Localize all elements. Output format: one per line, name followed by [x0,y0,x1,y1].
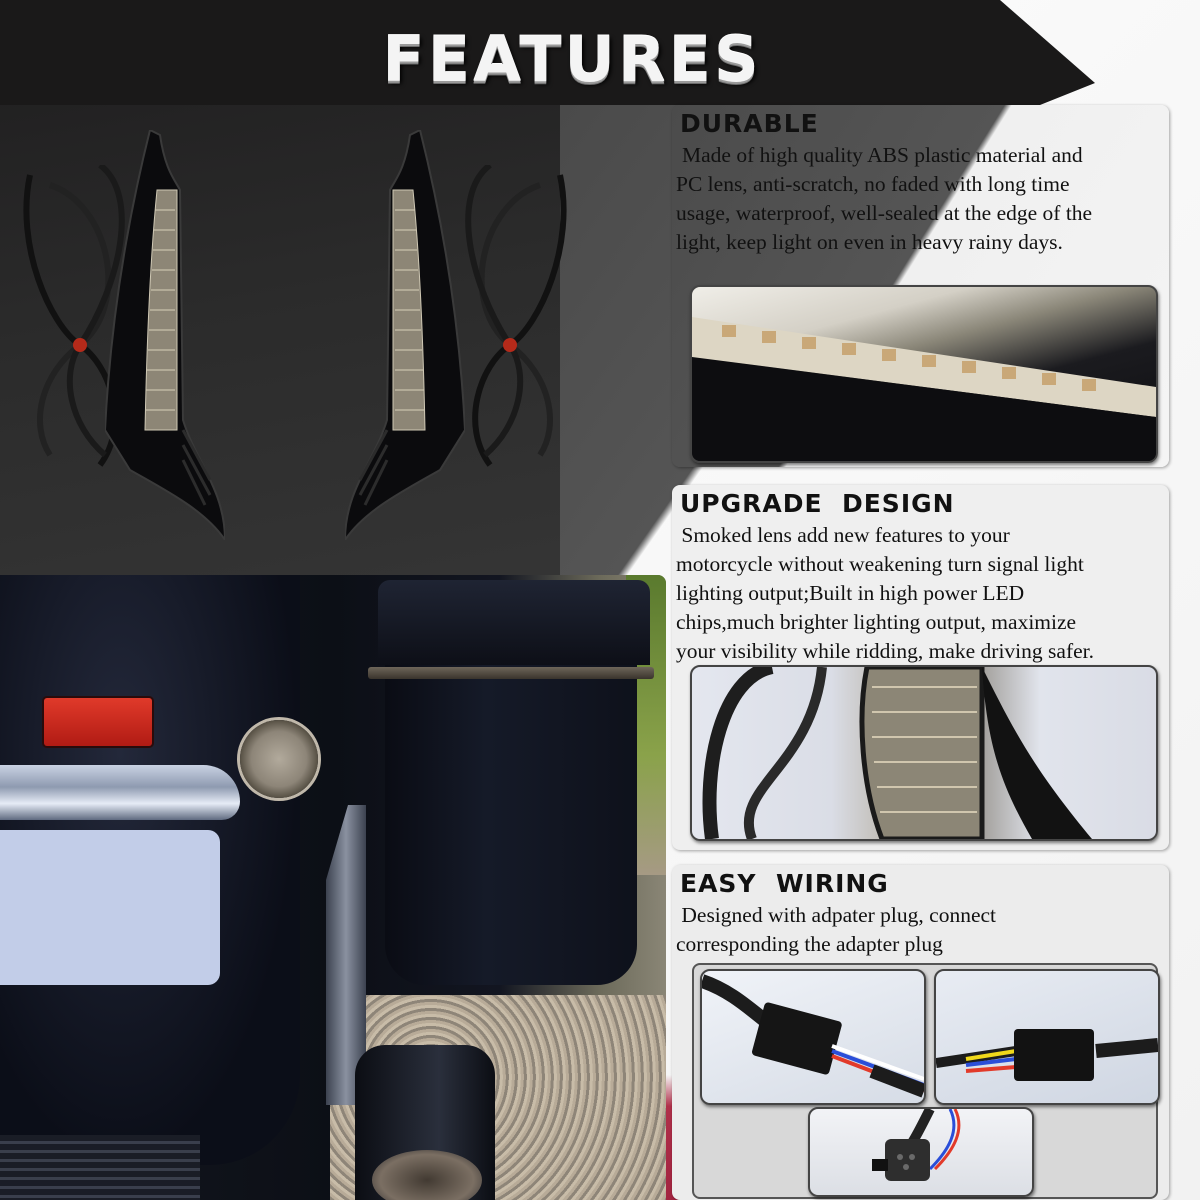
round-turn-signal [240,720,318,798]
adapter-plug-image [808,1107,1034,1197]
feature-line: Smoked lens add new features to your [676,523,1010,547]
wire-harness-right-image [440,162,580,475]
license-plate-blurred [0,830,220,985]
feature-line: usage, waterproof, well-sealed at the ed… [676,201,1093,225]
feature-line: Made of high quality ABS plastic materia… [682,143,1083,167]
feature-description: Designed with adpater plug, connect corr… [676,901,1161,959]
connector-plug-image-1 [700,969,926,1105]
feature-line: lighting output;Built in high power LED [676,581,1025,605]
led-turn-signal-left-image [103,128,227,544]
feature-line: light, keep light on even in heavy rainy… [676,230,1063,254]
saddlebag-lid [378,580,650,665]
led-strip-closeup-image [690,285,1158,463]
feature-heading: EASY WIRING [680,869,889,898]
feature-line: Designed with adpater plug, connect [676,903,997,927]
title-arrow-banner [0,0,1095,105]
led-turn-signal-right-image [343,128,467,544]
feature-heading: UPGRADE DESIGN [680,489,955,518]
feature-card-easy-wiring: EASY WIRING Designed with adpater plug, … [672,865,1169,1200]
feature-line: corresponding the adapter plug [676,932,943,956]
feature-line: motorcycle without weakening turn signal… [676,552,1084,576]
feature-line: your visibility while ridding, make driv… [676,639,1094,663]
page-title: FEATURES [382,23,762,96]
fender-grille [0,1135,200,1200]
feature-line: chips,much brighter lighting output, max… [676,610,1077,634]
product-image-area [0,105,567,555]
feature-description: Made of high quality ABS plastic materia… [676,141,1161,257]
feature-heading: DURABLE [680,109,819,138]
exhaust-tip [372,1150,482,1200]
wiring-images-frame [692,963,1160,1199]
feature-card-durable: DURABLE Made of high quality ABS plastic… [672,105,1169,467]
smoked-lens-closeup-image [690,665,1158,841]
feature-description: Smoked lens add new features to your mot… [676,521,1161,666]
connector-plug-image-2 [934,969,1160,1105]
saddlebag-led-rail [368,667,654,679]
installed-motorcycle-photo [0,575,666,1200]
feature-card-upgrade-design: UPGRADE DESIGN Smoked lens add new featu… [672,485,1169,850]
red-reflector [44,698,152,746]
chrome-bar [0,765,240,820]
feature-line: PC lens, anti-scratch, no faded with lon… [676,172,1070,196]
